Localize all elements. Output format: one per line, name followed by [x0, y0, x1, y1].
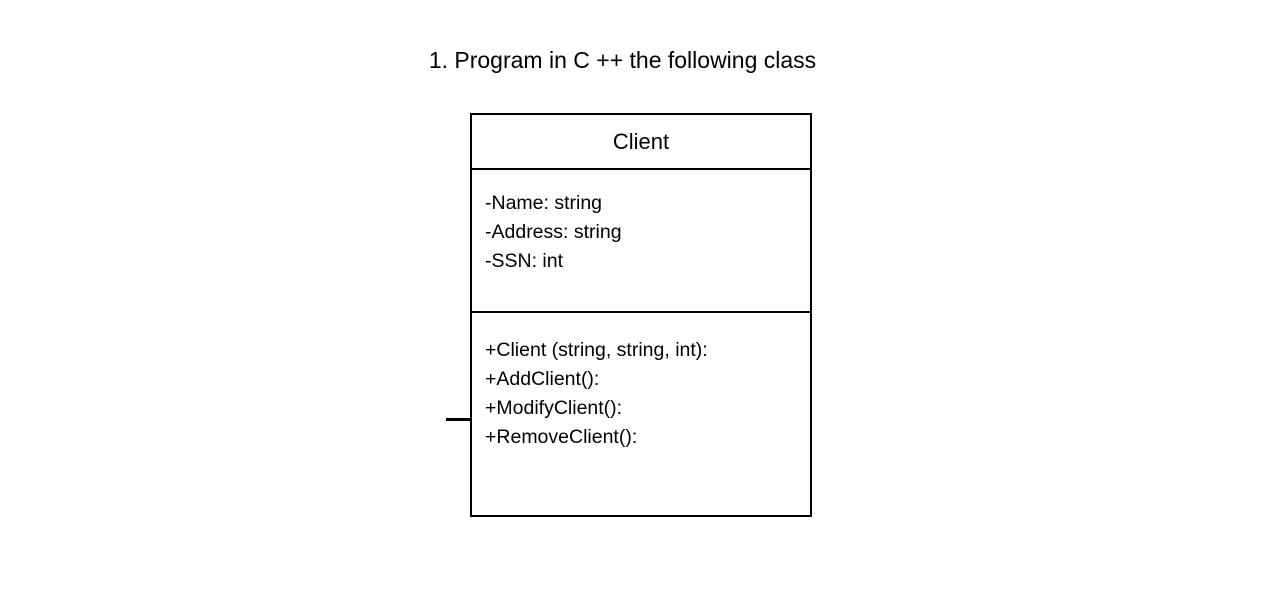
- uml-attributes-compartment: -Name: string -Address: string -SSN: int: [472, 170, 810, 313]
- uml-class-box: Client -Name: string -Address: string -S…: [470, 113, 812, 517]
- uml-attribute: -Name: string: [485, 192, 603, 214]
- uml-method: +AddClient():: [485, 368, 600, 390]
- uml-method: +ModifyClient():: [485, 397, 623, 419]
- uml-method: +RemoveClient():: [485, 426, 638, 448]
- uml-attribute: -Address: string: [485, 221, 622, 243]
- uml-class-name: Client: [472, 115, 810, 170]
- uml-methods-compartment: +Client (string, string, int): +AddClien…: [472, 313, 810, 515]
- left-tick-line: [446, 418, 470, 421]
- uml-attribute: -SSN: int: [485, 250, 564, 272]
- uml-method: +Client (string, string, int):: [485, 339, 708, 361]
- diagram-title: 1. Program in C ++ the following class: [428, 47, 817, 73]
